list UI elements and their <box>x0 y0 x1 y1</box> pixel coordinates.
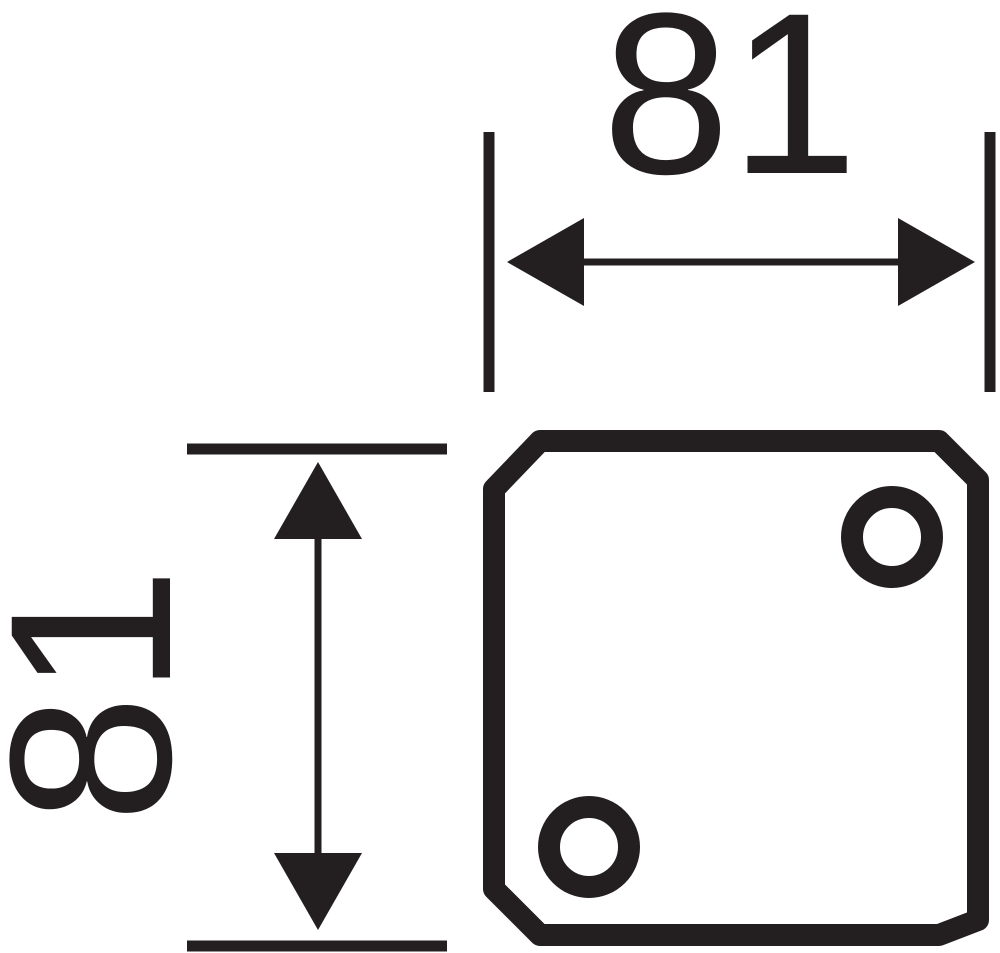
height-dimension-label: 81 <box>0 567 219 823</box>
height-arrowhead-top <box>274 462 362 539</box>
width-dimension-label: 81 <box>602 0 858 222</box>
mounting-hole-top-right <box>841 486 943 588</box>
mounting-hole-bottom-left <box>538 796 640 898</box>
height-arrowhead-bottom <box>274 853 362 930</box>
height-dimension: 81 <box>0 443 447 952</box>
width-arrowhead-right <box>898 218 975 306</box>
box-outline <box>483 430 989 946</box>
width-dimension: 81 <box>483 0 996 392</box>
width-arrowhead-left <box>507 218 584 306</box>
